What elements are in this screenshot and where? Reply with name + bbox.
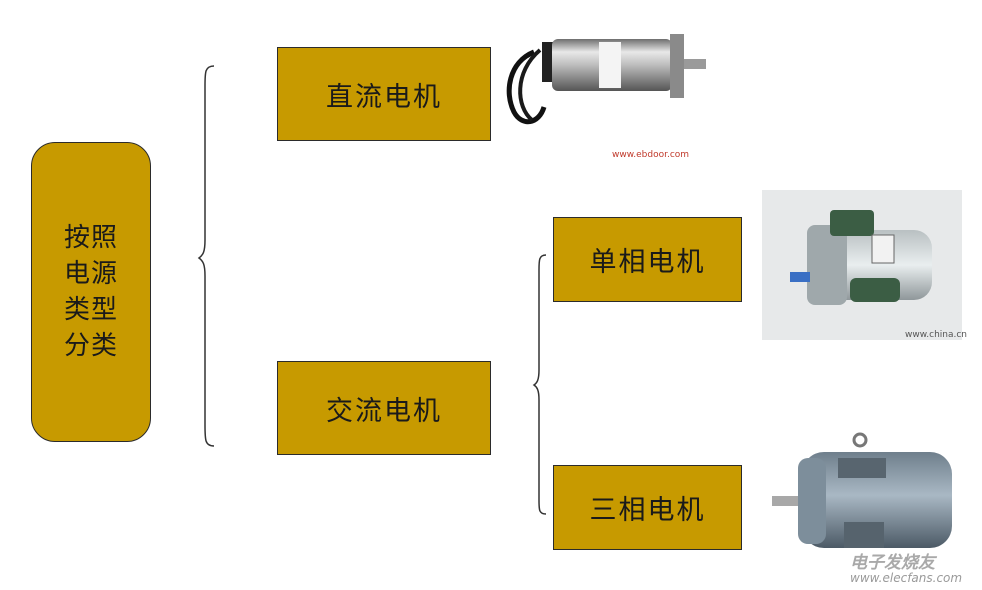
dc-motor-node: 直流电机 xyxy=(277,47,491,141)
ac-motor-node: 交流电机 xyxy=(277,361,491,455)
three-phase-label: 三相电机 xyxy=(589,495,706,526)
root-label: 按照电源类型分类 xyxy=(63,223,118,361)
single-phase-label: 单相电机 xyxy=(589,247,706,278)
three-phase-motor-photo xyxy=(772,432,952,548)
root-node: 按照电源类型分类 xyxy=(31,142,151,442)
single-phase-node: 单相电机 xyxy=(553,217,742,302)
single-phase-photo-caption: www.china.cn xyxy=(905,330,968,340)
ac-brace xyxy=(532,254,547,515)
watermark-url: www.elecfans.com xyxy=(850,571,963,585)
root-brace xyxy=(197,65,215,447)
dc-photo-caption: www.ebdoor.com xyxy=(612,150,690,160)
dc-motor-photo xyxy=(506,34,706,124)
site-watermark: 电子发烧友 www.elecfans.com xyxy=(850,548,962,585)
three-phase-node: 三相电机 xyxy=(553,465,742,550)
ac-motor-label: 交流电机 xyxy=(326,395,442,427)
dc-motor-label: 直流电机 xyxy=(326,81,442,113)
watermark-title: 电子发烧友 xyxy=(850,553,935,573)
single-phase-motor-photo xyxy=(762,190,962,340)
